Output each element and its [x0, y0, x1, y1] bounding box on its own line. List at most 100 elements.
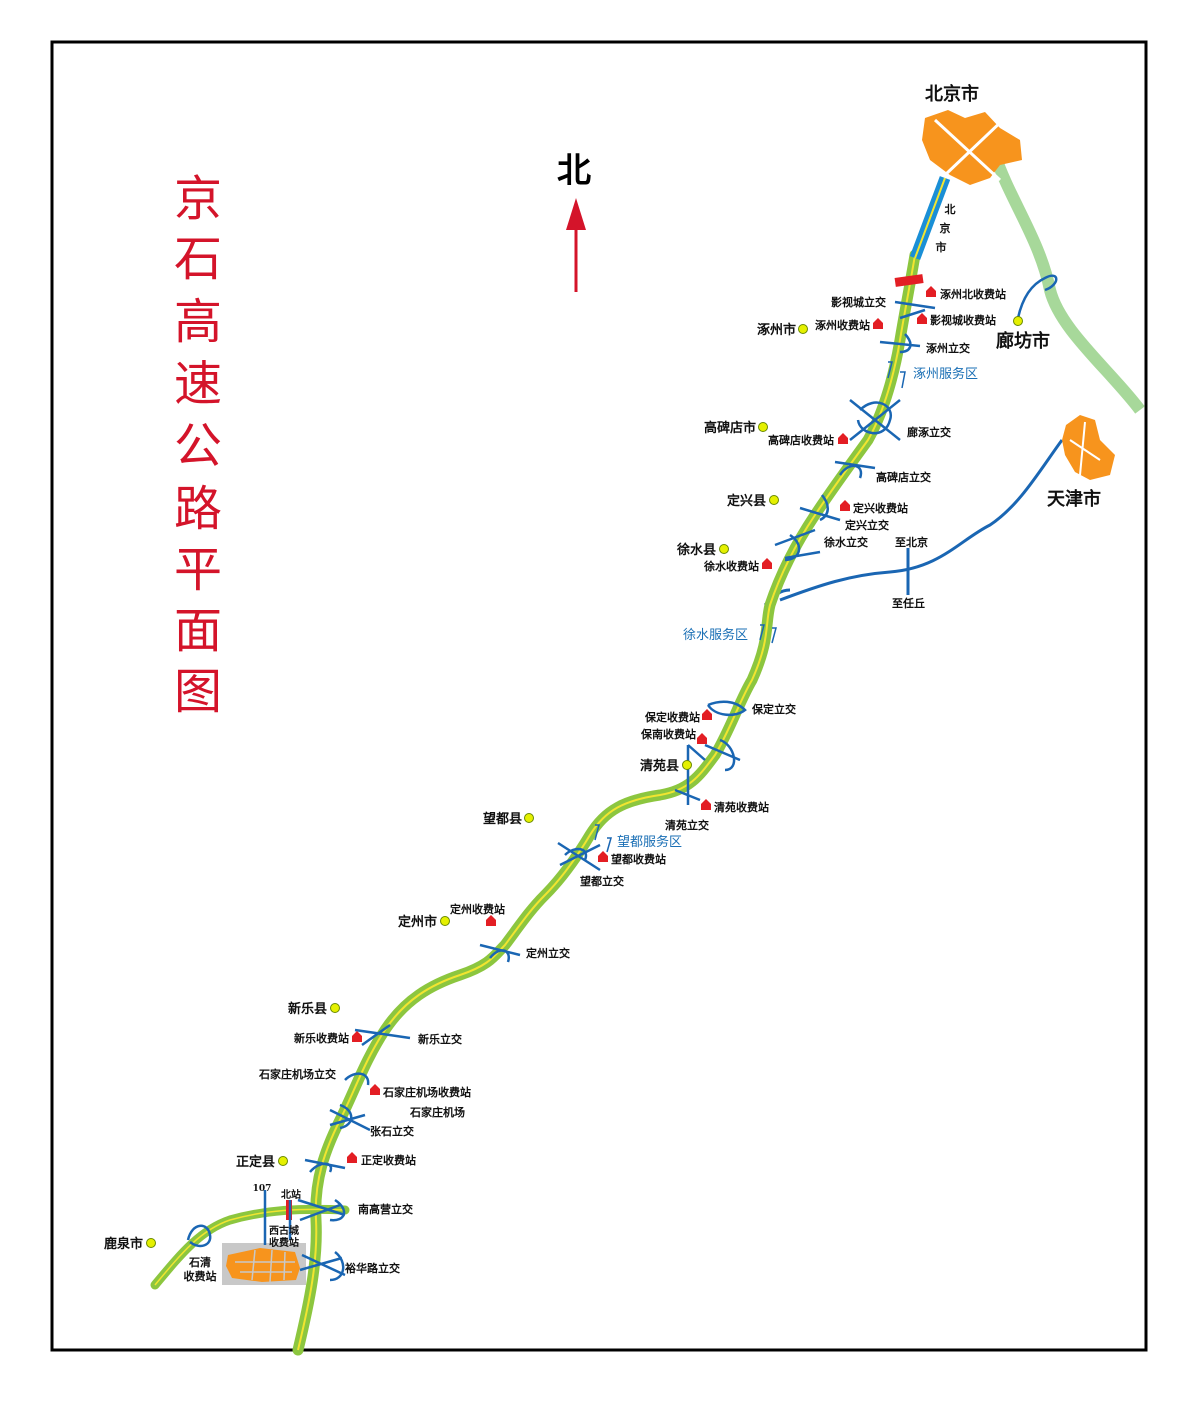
- service-area-label: 徐水服务区: [683, 627, 748, 643]
- town-dot: [440, 916, 450, 926]
- title-char: 京: [174, 171, 222, 227]
- town-dot: [146, 1238, 156, 1248]
- toll-label: 保南收费站: [640, 727, 696, 741]
- interchange-label: 南高营立交: [358, 1202, 413, 1216]
- interchange-label: 影视城立交: [831, 295, 886, 309]
- station-label: 北站: [281, 1188, 301, 1201]
- toll-label: 影视城收费站: [930, 313, 996, 327]
- beijing-city-shape: [922, 110, 1022, 185]
- toll-station-icon: [370, 1084, 380, 1095]
- title-char: 平: [174, 542, 222, 598]
- toll-station-icon: [917, 313, 927, 324]
- towns: 涿州市 高碑店市 定兴县 徐水县 清苑县 望都县 定州市 新乐县 正定县 鹿泉市: [104, 322, 808, 1252]
- interchange-label: 望都立交: [580, 874, 624, 888]
- town-label: 涿州市: [757, 322, 796, 338]
- toll-label: 定兴收费站: [853, 501, 908, 515]
- beijing-road-label: 市: [936, 240, 947, 254]
- service-area-label: 涿州服务区: [913, 366, 978, 382]
- toll-label: 徐水收费站: [703, 559, 759, 573]
- north-arrow: 北: [557, 151, 591, 292]
- town-label: 定兴县: [726, 493, 766, 509]
- langfang-link: [1016, 274, 1058, 319]
- langfang-green-road: [989, 153, 1145, 414]
- toll-label: 望都收费站: [611, 852, 666, 866]
- title-char: 面: [174, 603, 222, 659]
- interchange-symbols: [186, 300, 936, 1282]
- toll-station-icon: [926, 286, 936, 297]
- route-label: 107: [253, 1184, 272, 1194]
- toll-label: 收费站: [269, 1236, 299, 1249]
- interchange-label: 石家庄机场立交: [258, 1067, 336, 1081]
- toll-station-icon: [702, 709, 712, 720]
- direction-label: 至任丘: [892, 596, 925, 610]
- interchange-label: 高碑店立交: [876, 470, 931, 484]
- map-frame: [50, 40, 1148, 1352]
- north-label: 北: [557, 151, 591, 191]
- direction-label: 至北京: [895, 535, 928, 549]
- toll-label: 收费站: [184, 1269, 217, 1283]
- town-dot: [758, 422, 768, 432]
- toll-label: 定州收费站: [450, 902, 505, 916]
- town-dot: [524, 813, 534, 823]
- toll-label: 保定收费站: [644, 710, 700, 724]
- town-dot: [278, 1156, 288, 1166]
- toll-station-icon: [840, 500, 850, 511]
- toll-label: 西古城: [269, 1224, 299, 1237]
- interchange-label: 保定立交: [751, 702, 796, 716]
- beijing-road-label: 北: [945, 202, 956, 216]
- interchange-label: 定兴立交: [845, 518, 889, 532]
- map-title: 京 石 高 速 公 路 平 面 图: [174, 171, 222, 720]
- interchange-label: 涿州立交: [926, 341, 970, 355]
- town-label: 正定县: [236, 1154, 275, 1170]
- toll-label: 正定收费站: [361, 1153, 416, 1167]
- town-label: 望都县: [483, 811, 522, 827]
- interchange-label: 张石立交: [370, 1124, 414, 1138]
- town-dot: [719, 544, 729, 554]
- beijing-section-centerline: [914, 177, 946, 259]
- title-char: 公: [174, 418, 222, 474]
- tianjin-city-shape: [1062, 415, 1115, 480]
- title-char: 图: [174, 664, 222, 720]
- toll-station-icon: [873, 318, 883, 329]
- toll-label: 涿州北收费站: [940, 287, 1006, 301]
- luquan-branch-centerline: [154, 1208, 346, 1286]
- airport-label: 石家庄机场: [409, 1105, 465, 1119]
- toll-label: 涿州收费站: [815, 318, 870, 332]
- toll-station-icon: [762, 558, 772, 569]
- town-label: 徐水县: [676, 542, 716, 558]
- town-label: 新乐县: [288, 1001, 327, 1017]
- interchange-label: 廊涿立交: [907, 425, 951, 439]
- interchange-label: 裕华路立交: [344, 1261, 400, 1275]
- interchange-label: 定州立交: [526, 946, 570, 960]
- title-char: 速: [174, 356, 222, 412]
- town-dot: [682, 760, 692, 770]
- interchange-label: 新乐立交: [418, 1032, 462, 1046]
- town-label: 清苑县: [640, 758, 679, 774]
- interchange-label: 清苑立交: [665, 818, 709, 832]
- shijiazhuang-city-shape: [222, 1243, 306, 1285]
- town-label: 鹿泉市: [104, 1236, 143, 1252]
- service-area-marks: [594, 361, 906, 853]
- town-dot: [769, 495, 779, 505]
- toll-station-icon: [486, 915, 496, 926]
- toll-station-icon: [598, 851, 608, 862]
- toll-station-icon: [701, 799, 711, 810]
- service-area-label: 望都服务区: [617, 834, 682, 850]
- toll-station-icon: [697, 733, 707, 744]
- toll-label: 清苑收费站: [714, 800, 769, 814]
- toll-label: 新乐收费站: [294, 1031, 349, 1045]
- town-label: 高碑店市: [704, 420, 756, 436]
- facility-labels: 涿州北收费站 影视城立交 影视城收费站 涿州收费站 涿州立交 涿州服务区 廊涿立…: [184, 287, 1007, 1283]
- city-label-tianjin: 天津市: [1047, 488, 1101, 510]
- toll-label: 石清: [188, 1255, 211, 1269]
- tianjin-road: [779, 439, 1064, 602]
- north-arrow-head: [566, 198, 586, 230]
- town-label: 定州市: [397, 914, 437, 930]
- toll-label: 石家庄机场收费站: [382, 1085, 471, 1099]
- toll-station-icon: [838, 433, 848, 444]
- toll-icons: [347, 286, 936, 1163]
- toll-label: 高碑店收费站: [768, 433, 834, 447]
- city-label-beijing: 北京市: [925, 83, 979, 105]
- title-char: 石: [174, 231, 222, 287]
- title-char: 路: [174, 481, 222, 537]
